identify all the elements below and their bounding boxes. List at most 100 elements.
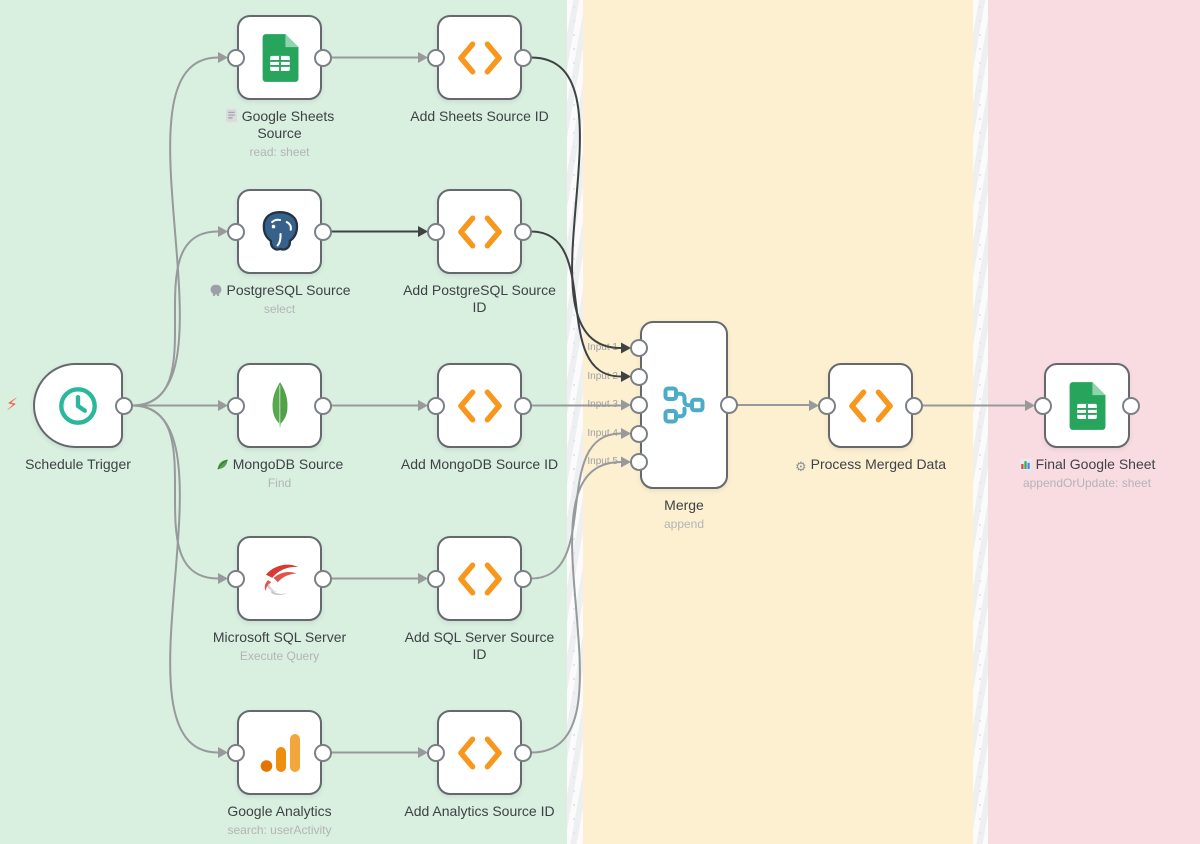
port-in-ga[interactable] xyxy=(227,743,245,762)
port-in-add-mongo[interactable] xyxy=(427,396,445,415)
node-label-add-ga: Add Analytics Source ID xyxy=(365,803,595,820)
edge-add-pg-merge[interactable] xyxy=(530,230,622,378)
edge-arrowhead xyxy=(218,52,228,63)
edge-arrowhead xyxy=(418,52,428,63)
node-gsheets-src[interactable] xyxy=(237,15,322,100)
port-in-merge-1[interactable] xyxy=(630,339,648,357)
merge-input-label-5: Input 5 xyxy=(587,456,618,467)
node-label-schedule: Schedule Trigger xyxy=(0,456,178,473)
node-merge[interactable] xyxy=(640,321,728,489)
node-final[interactable] xyxy=(1044,363,1130,448)
port-in-mongo[interactable] xyxy=(227,396,245,415)
node-label-postgres: PostgreSQL Source select xyxy=(170,282,390,316)
port-out-add-pg[interactable] xyxy=(514,222,532,241)
node-add-pg[interactable] xyxy=(437,189,522,274)
code-icon xyxy=(455,561,505,597)
merge-icon xyxy=(661,383,707,427)
edge-add-sheets-merge[interactable] xyxy=(530,56,622,349)
gear-icon: ⚙ xyxy=(794,459,807,474)
leaf-icon xyxy=(216,458,229,471)
port-in-merge-5[interactable] xyxy=(630,453,648,471)
code-icon xyxy=(455,388,505,424)
edge-schedule-ga[interactable] xyxy=(131,404,219,754)
merge-input-label-1: Input 1 xyxy=(587,342,618,353)
node-sublabel-final: appendOrUpdate: sheet xyxy=(1022,476,1152,490)
edge-add-ga-merge[interactable] xyxy=(530,461,622,754)
port-in-final[interactable] xyxy=(1034,396,1052,415)
port-out-add-mongo[interactable] xyxy=(514,396,532,415)
code-icon xyxy=(846,388,896,424)
port-in-add-sql[interactable] xyxy=(427,569,445,588)
code-icon xyxy=(455,214,505,250)
port-in-postgres[interactable] xyxy=(227,222,245,241)
edge-schedule-mssql[interactable] xyxy=(131,404,219,580)
node-label-text: Add SQL Server Source ID xyxy=(404,629,555,662)
trigger-bolt-icon: ⚡ xyxy=(6,394,18,414)
port-in-gsheets-src[interactable] xyxy=(227,48,245,67)
node-label-text: Process Merged Data xyxy=(810,456,947,472)
edge-arrowhead xyxy=(809,400,819,411)
clock-icon xyxy=(54,382,102,430)
port-out-mssql[interactable] xyxy=(314,569,332,588)
port-out-postgres[interactable] xyxy=(314,222,332,241)
edge-add-sql-merge[interactable] xyxy=(530,432,622,580)
node-label-text: Microsoft SQL Server xyxy=(212,629,347,645)
port-in-process[interactable] xyxy=(818,396,836,415)
sheets-icon xyxy=(260,33,300,83)
node-mssql[interactable] xyxy=(237,536,322,621)
port-out-process[interactable] xyxy=(905,396,923,415)
port-in-add-ga[interactable] xyxy=(427,743,445,762)
analytics-icon xyxy=(257,731,303,775)
node-mongo[interactable] xyxy=(237,363,322,448)
node-ga[interactable] xyxy=(237,710,322,795)
node-label-text: Add Sheets Source ID xyxy=(410,108,549,124)
port-in-merge-3[interactable] xyxy=(630,396,648,414)
node-postgres[interactable] xyxy=(237,189,322,274)
port-out-add-sheets[interactable] xyxy=(514,48,532,67)
port-in-add-sheets[interactable] xyxy=(427,48,445,67)
merge-input-label-4: Input 4 xyxy=(587,427,618,439)
port-out-mongo[interactable] xyxy=(314,396,332,415)
port-in-merge-2[interactable] xyxy=(630,367,648,386)
node-label-text: PostgreSQL Source xyxy=(226,282,351,298)
port-out-gsheets-src[interactable] xyxy=(314,48,332,67)
node-schedule[interactable] xyxy=(33,363,123,448)
node-add-ga[interactable] xyxy=(437,710,522,795)
port-out-merge[interactable] xyxy=(720,396,738,414)
node-sublabel-merge: append xyxy=(663,517,705,531)
mssql-icon xyxy=(255,554,305,604)
edge-arrowhead xyxy=(621,371,631,382)
zone-gap-2 xyxy=(973,0,988,844)
node-add-sql[interactable] xyxy=(437,536,522,621)
node-label-text: Merge xyxy=(664,497,704,513)
port-out-final[interactable] xyxy=(1122,396,1140,415)
edge-schedule-postgres[interactable] xyxy=(131,230,219,407)
chart-icon xyxy=(1019,458,1032,471)
port-in-add-pg[interactable] xyxy=(427,222,445,241)
node-label-text: Add MongoDB Source ID xyxy=(400,456,559,472)
port-in-merge-4[interactable] xyxy=(630,424,648,443)
port-out-schedule[interactable] xyxy=(115,396,133,415)
edge-arrowhead xyxy=(418,226,428,237)
port-in-mssql[interactable] xyxy=(227,569,245,588)
node-label-final: Final Google Sheet appendOrUpdate: sheet xyxy=(972,456,1200,490)
node-label-text: Schedule Trigger xyxy=(25,456,131,472)
port-out-ga[interactable] xyxy=(314,743,332,762)
node-sublabel-postgres: select xyxy=(263,302,296,316)
node-process[interactable] xyxy=(828,363,913,448)
port-out-add-sql[interactable] xyxy=(514,569,532,588)
elephant-icon xyxy=(209,284,223,297)
node-add-mongo[interactable] xyxy=(437,363,522,448)
edge-arrowhead xyxy=(621,428,631,439)
port-out-add-ga[interactable] xyxy=(514,743,532,762)
node-add-sheets[interactable] xyxy=(437,15,522,100)
node-label-text: Add Analytics Source ID xyxy=(404,803,555,819)
node-label-text: Final Google Sheet xyxy=(1035,456,1156,472)
node-sublabel-mongo: Find xyxy=(267,476,292,490)
mongodb-icon xyxy=(267,381,293,431)
edge-arrowhead xyxy=(218,573,228,584)
